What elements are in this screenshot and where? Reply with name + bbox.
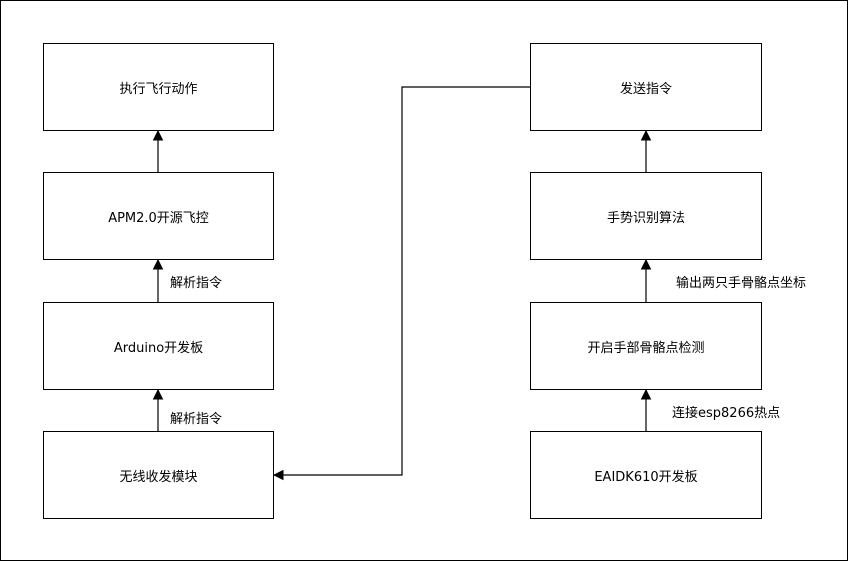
node-send-command: 发送指令 xyxy=(530,43,762,131)
edge-send-to-wireless xyxy=(272,86,530,481)
edge-label-skeleton-to-gesture: 输出两只手骨骼点坐标 xyxy=(676,272,807,291)
node-skeleton-detection: 开启手部骨骼点检测 xyxy=(530,302,762,390)
node-gesture-algorithm: 手势识别算法 xyxy=(530,172,762,260)
node-flight-action-label: 执行飞行动作 xyxy=(119,81,198,97)
node-arduino-board: Arduino开发板 xyxy=(43,302,274,390)
edge-label-wireless-to-arduino: 解析指令 xyxy=(170,408,223,427)
node-apm-controller-label: APM2.0开源飞控 xyxy=(108,210,209,226)
node-send-command-label: 发送指令 xyxy=(619,81,672,97)
node-wireless-module: 无线收发模块 xyxy=(43,431,274,519)
node-arduino-board-label: Arduino开发板 xyxy=(113,340,204,356)
edge-label-arduino-to-apm: 解析指令 xyxy=(170,272,223,291)
node-eaidk-board: EAIDK610开发板 xyxy=(530,431,762,519)
node-eaidk-board-label: EAIDK610开发板 xyxy=(594,469,698,485)
node-flight-action: 执行飞行动作 xyxy=(43,43,274,131)
node-wireless-module-label: 无线收发模块 xyxy=(119,469,198,485)
node-skeleton-detection-label: 开启手部骨骼点检测 xyxy=(587,340,705,356)
node-apm-controller: APM2.0开源飞控 xyxy=(43,172,274,260)
edge-label-eaidk-to-skeleton: 连接esp8266热点 xyxy=(672,402,781,421)
node-gesture-algorithm-label: 手势识别算法 xyxy=(606,210,685,226)
